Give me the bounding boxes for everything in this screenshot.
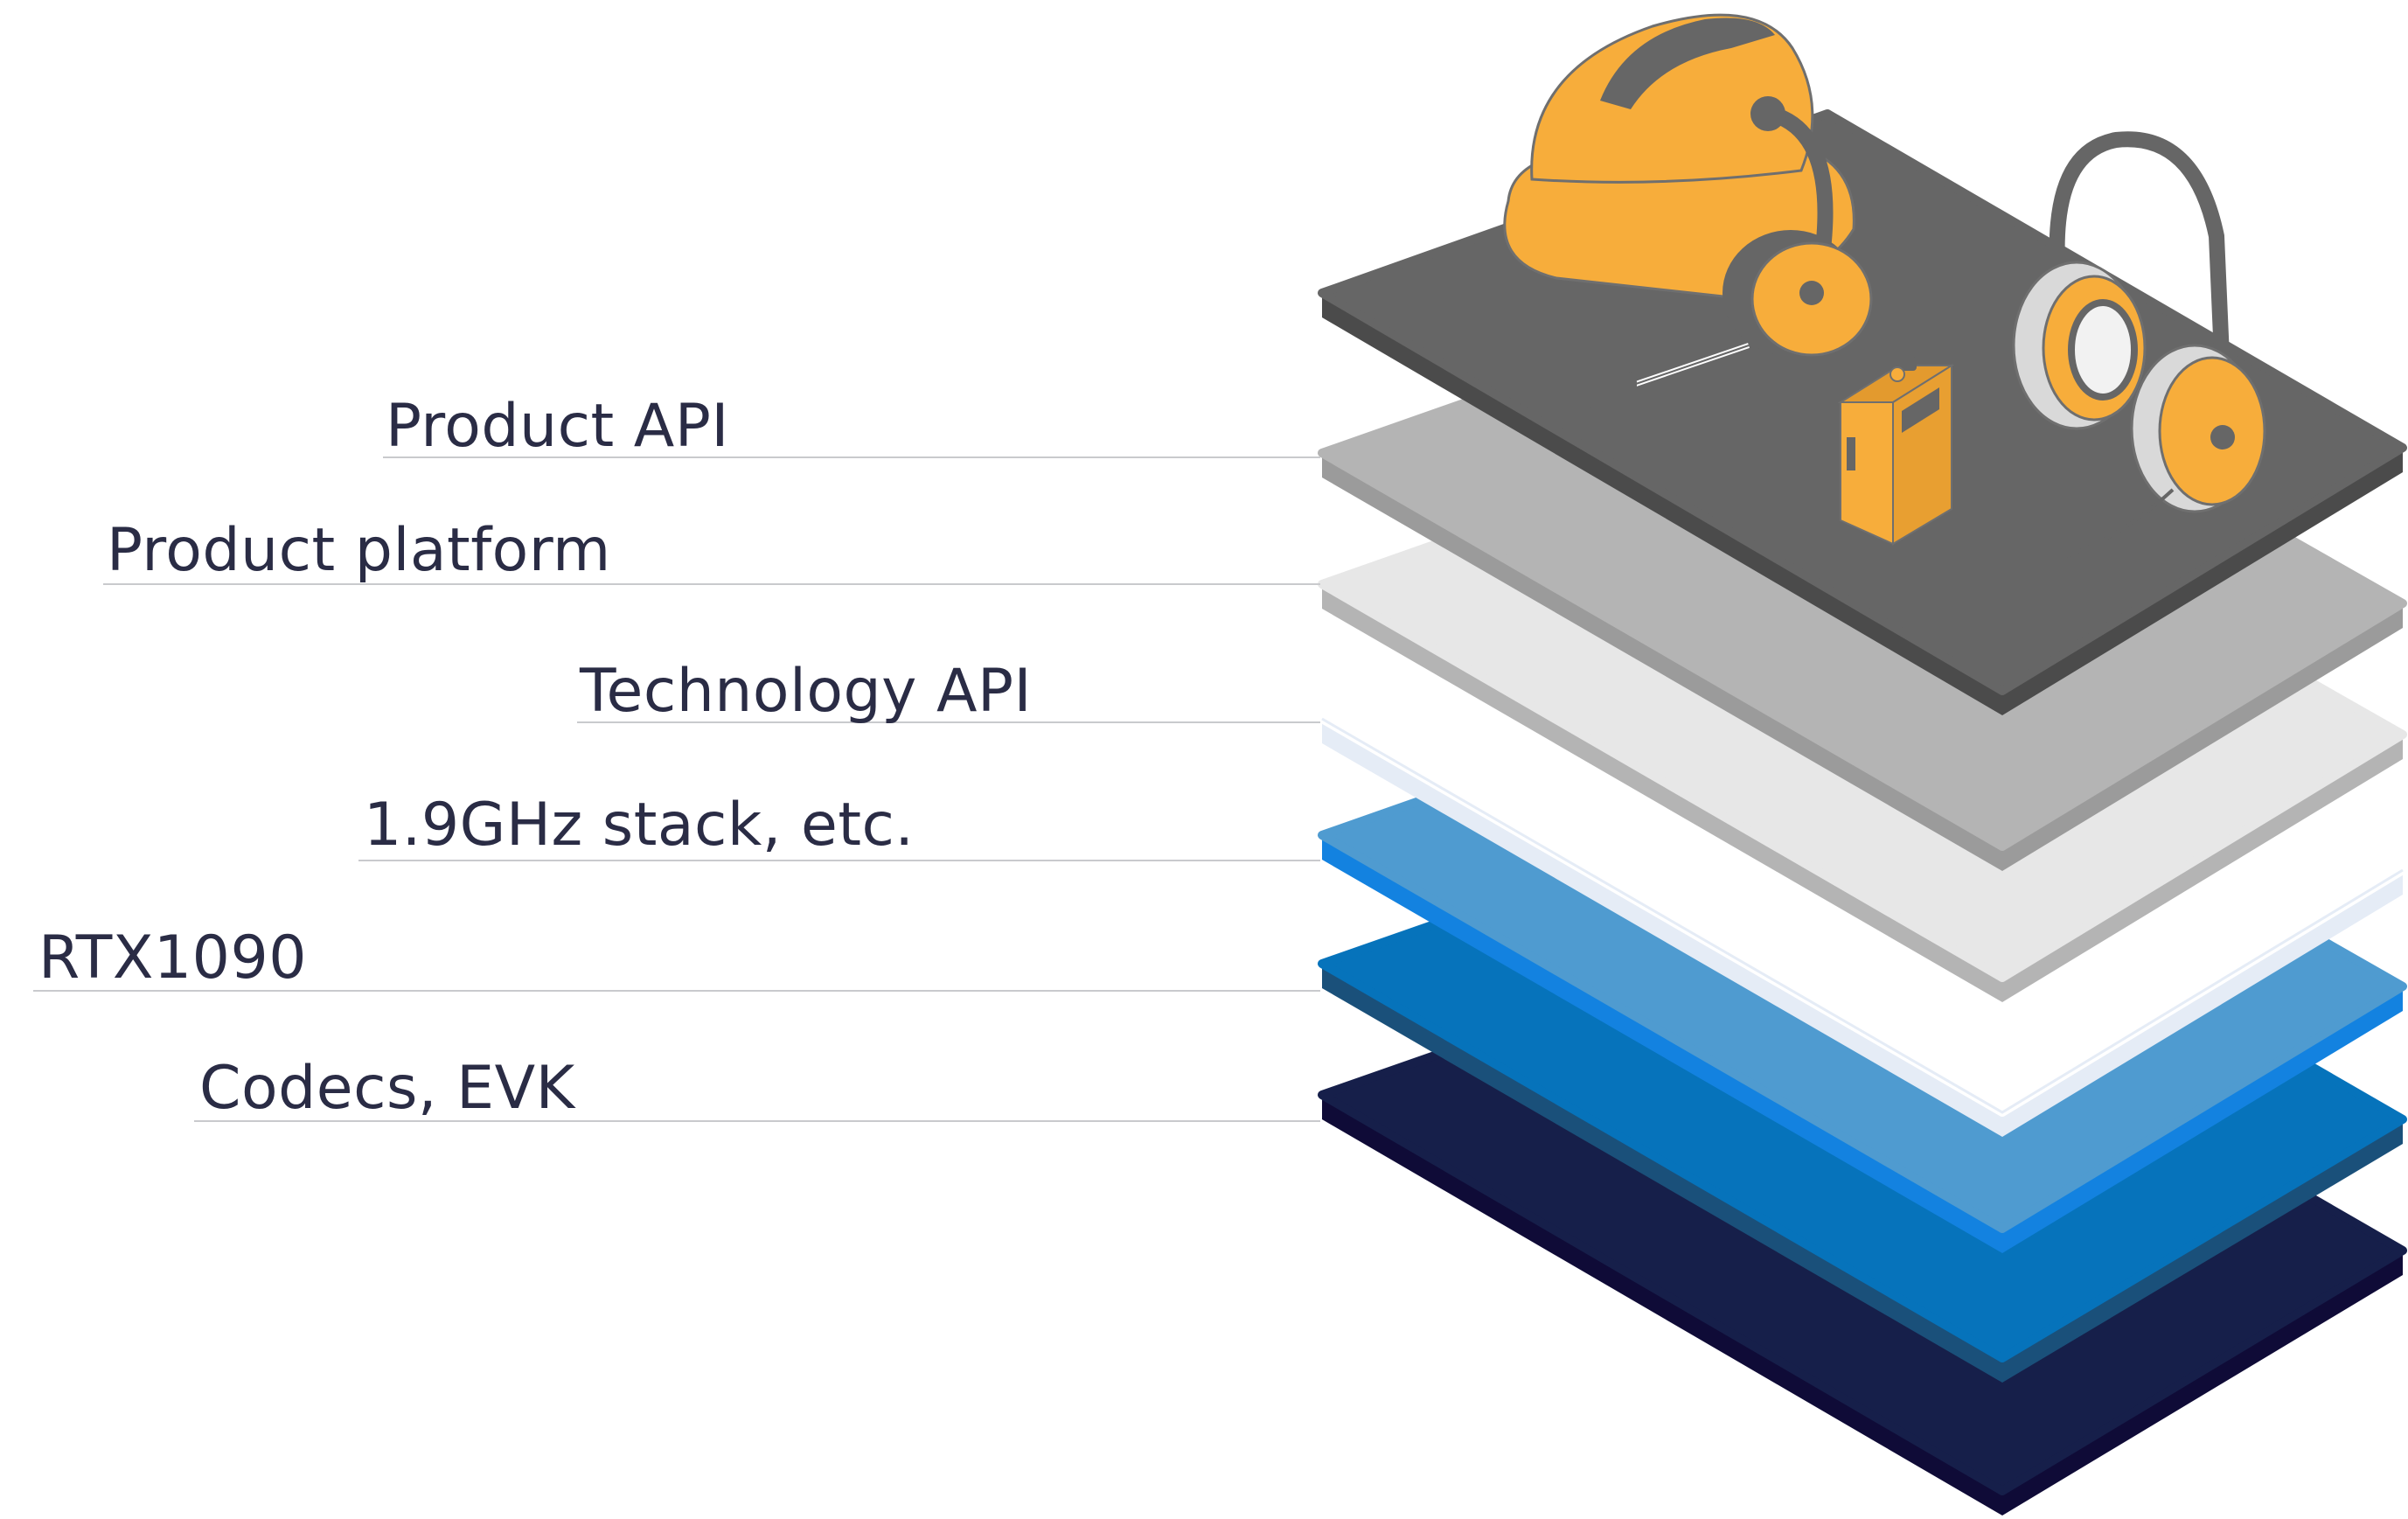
leader-line-stack (358, 860, 1320, 861)
leader-line-product-api (383, 456, 1320, 458)
plate-stack-edge (1322, 835, 2403, 1253)
leader-line-codecs-evk (194, 1120, 1320, 1122)
layer-label-product-platform: Product platform (107, 516, 611, 585)
layer-label-technology-api: Technology API (580, 657, 1033, 726)
plate-application-edge (1322, 293, 2403, 715)
layer-label-stack: 1.9GHz stack, etc. (364, 791, 915, 860)
hard-hat-headset-icon (1503, 13, 1873, 408)
leader-line-technology-api (577, 721, 1320, 723)
layer-label-product-api: Product API (386, 392, 729, 461)
plate-codecs-evk-edge (1322, 1095, 2403, 1516)
plate-product-platform-edge (1322, 584, 2403, 1002)
plate-technology-api-rim (1321, 717, 2404, 1114)
over-ear-headset-icon (2012, 131, 2266, 577)
layer-label-codecs-evk: Codecs, EVK (199, 1054, 575, 1123)
layer-label-rtx1090: RTX1090 (38, 923, 307, 993)
plate-product-api-edge (1322, 453, 2403, 871)
leader-line-rtx1090 (33, 990, 1320, 992)
plate-technology-api-edge (1322, 719, 2403, 1137)
plate-rtx1090-edge (1322, 964, 2403, 1383)
leader-line-product-platform (103, 583, 1320, 585)
belt-pack-icon (1837, 357, 1955, 546)
